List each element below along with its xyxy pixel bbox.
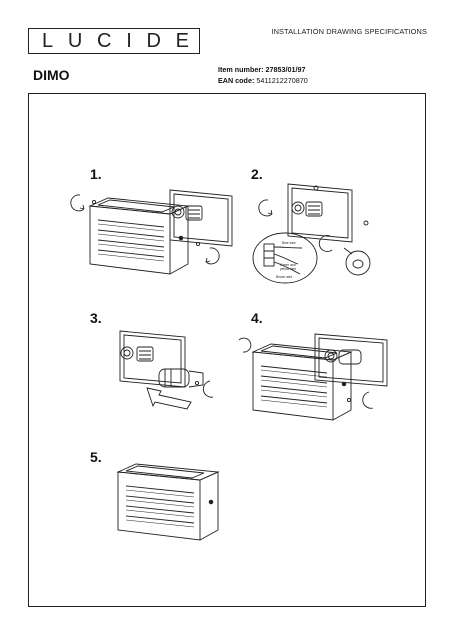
item-number-value: 27853/01/97 [265,65,306,74]
item-number-line: Item number: 27853/01/97 [218,64,308,75]
logo-letter: D [146,29,161,52]
step-4-illustration [238,333,388,421]
product-name: DIMO [33,67,70,83]
brand-logo: L U C I D E [28,28,200,54]
green-yellow-wire-label-2: yellow wire [280,267,296,271]
blue-wire-label: Blue wire [282,241,296,245]
step-number: 1. [90,166,102,182]
logo-letter: I [126,29,132,52]
ean-label: EAN code: [218,76,255,85]
step-2-illustration: Blue wire Green and yellow wire Brown wi… [252,183,371,284]
brown-wire-label: Brown wire [276,275,292,279]
ean-line: EAN code: 5411212270870 [218,75,308,86]
step-5-illustration [116,463,220,541]
logo-letter: E [175,29,189,52]
step-number: 2. [251,166,263,182]
drawing-frame [28,93,426,607]
step-3-illustration [119,330,214,410]
step-number: 4. [251,310,263,326]
green-yellow-wire-label: Green and [280,263,296,267]
step-number: 3. [90,310,102,326]
ean-value: 5411212270870 [256,76,308,85]
product-identifiers: Item number: 27853/01/97 EAN code: 54112… [218,64,308,86]
step-1-illustration [70,189,233,275]
step-number: 5. [90,449,102,465]
logo-letter: C [97,29,112,52]
logo-letter: U [67,29,83,52]
logo-letter: L [42,29,54,52]
item-number-label: Item number: [218,65,264,74]
document-title: INSTALLATION DRAWING SPECIFICATIONS [271,27,427,36]
